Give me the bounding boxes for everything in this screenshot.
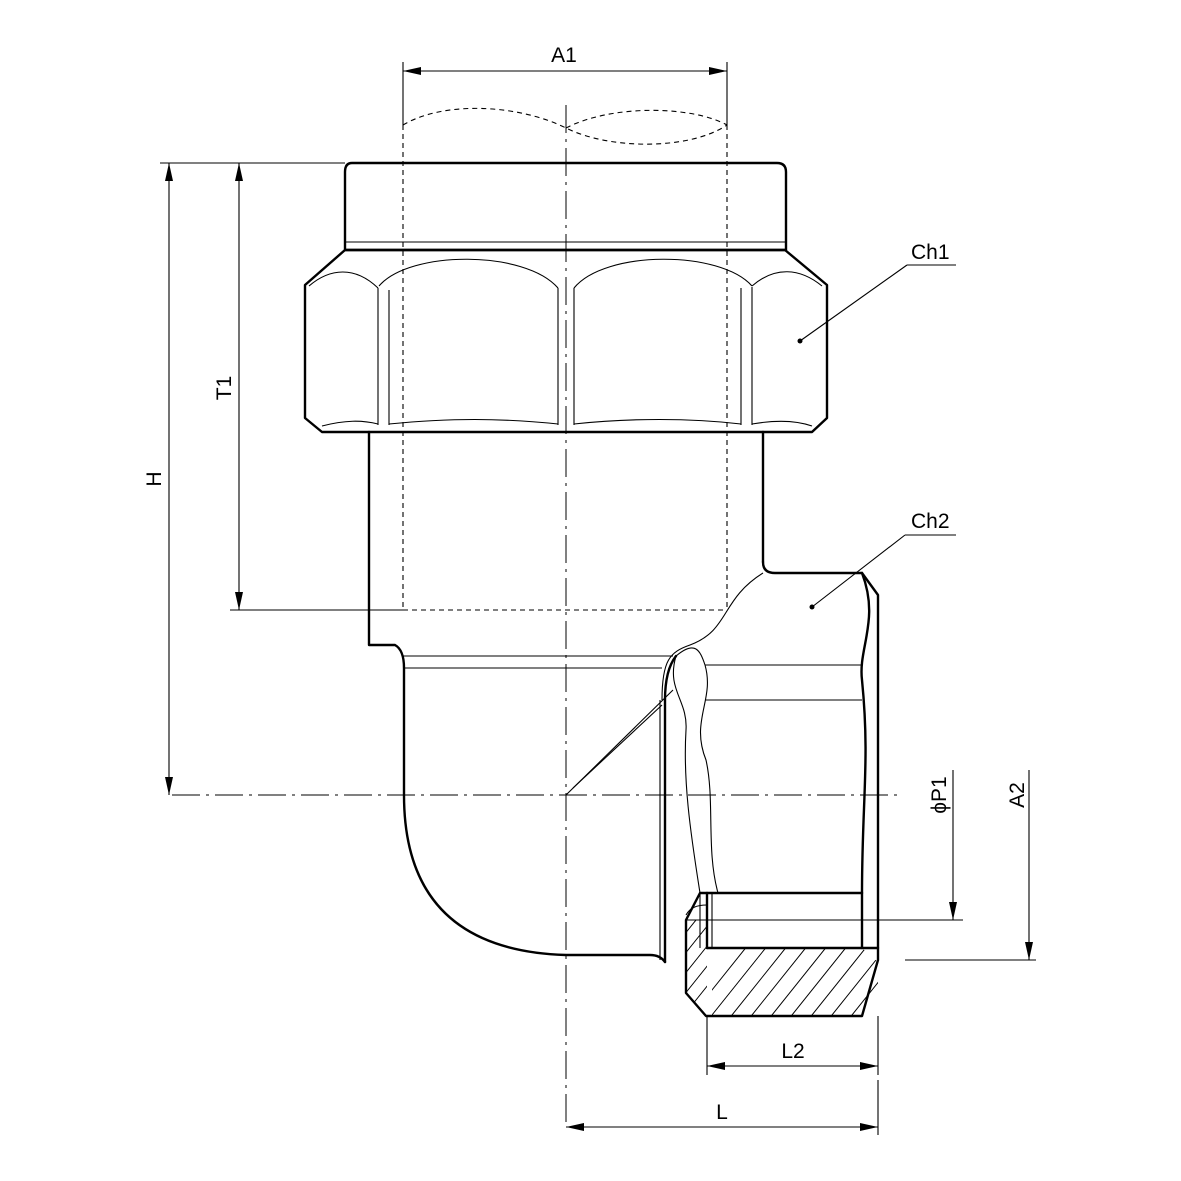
center-lines bbox=[172, 105, 900, 1128]
hex-nut bbox=[303, 248, 829, 434]
dimension-t1: T1 bbox=[213, 162, 403, 611]
callout-ch2: Ch2 bbox=[809, 510, 956, 610]
callout-ch1-label: Ch1 bbox=[911, 241, 950, 264]
dimension-l: L bbox=[566, 1080, 879, 1135]
dimension-h-label: H bbox=[143, 471, 166, 486]
dimension-a1-label: A1 bbox=[551, 44, 577, 67]
dimension-a2-label: A2 bbox=[1006, 782, 1029, 808]
elbow-body bbox=[367, 430, 880, 1018]
dimension-l2-label: L2 bbox=[781, 1040, 804, 1063]
dimension-a1: A1 bbox=[402, 44, 728, 125]
bore-angle-lines bbox=[565, 689, 674, 796]
dimension-p1-label: ϕP1 bbox=[928, 776, 951, 813]
callout-ch2-label: Ch2 bbox=[911, 510, 950, 533]
callout-ch1: Ch1 bbox=[797, 241, 956, 344]
dimension-l2: L2 bbox=[706, 1016, 879, 1075]
pipe-outline bbox=[402, 107, 728, 611]
dimension-h: H bbox=[143, 162, 345, 795]
dimension-t1-label: T1 bbox=[213, 376, 236, 401]
dimension-p1: ϕP1 bbox=[862, 770, 963, 921]
dimension-a2: A2 bbox=[905, 770, 1036, 961]
dimension-l-label: L bbox=[716, 1101, 728, 1124]
